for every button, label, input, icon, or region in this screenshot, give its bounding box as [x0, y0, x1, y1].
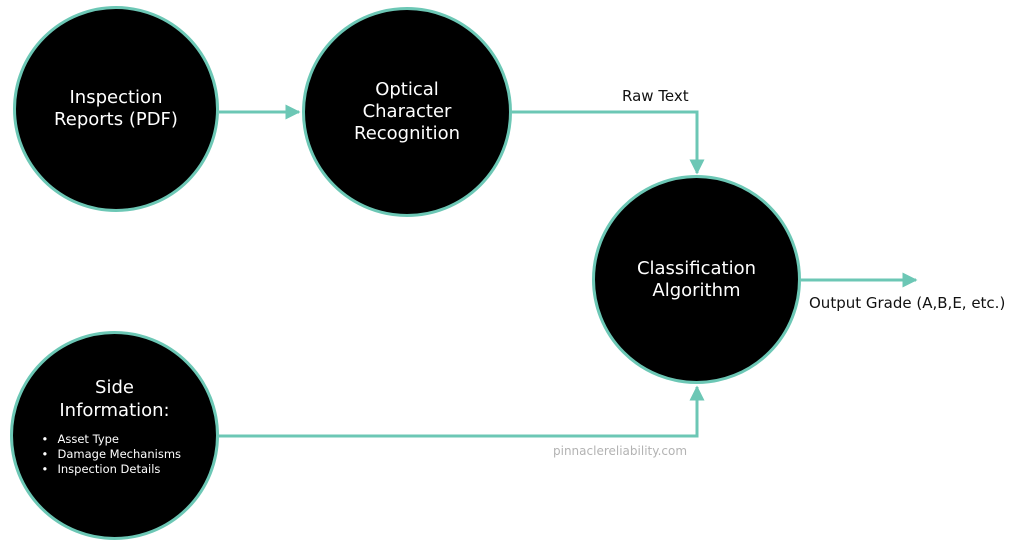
side-information-title: Side Information: [59, 377, 170, 421]
arrow-side-to-classification [219, 385, 705, 438]
output-grade-label: Output Grade (A,B,E, etc.) [809, 294, 1006, 312]
watermark-text: pinnaclereliability.com [553, 444, 688, 458]
ocr-label: Optical Character Recognition [354, 79, 460, 144]
side-information-item-damage-mechanisms: Damage Mechanisms [40, 447, 190, 462]
side-information-item-inspection-details: Inspection Details [40, 462, 190, 477]
inspection-reports-node: Inspection Reports (PDF) [13, 6, 219, 212]
raw-text-label: Raw Text [622, 87, 689, 105]
classification-algorithm-label: Classification Algorithm [636, 257, 757, 301]
classification-algorithm-node: Classification Algorithm [592, 175, 801, 384]
arrow-ocr-to-classification [512, 110, 705, 175]
side-information-list: Asset Type Damage Mechanisms Inspection … [40, 432, 190, 477]
side-information-node: Side Information: Asset Type Damage Mech… [10, 331, 219, 540]
ocr-node: Optical Character Recognition [302, 7, 512, 217]
inspection-reports-label: Inspection Reports (PDF) [54, 87, 178, 130]
side-information-item-asset-type: Asset Type [40, 432, 190, 447]
